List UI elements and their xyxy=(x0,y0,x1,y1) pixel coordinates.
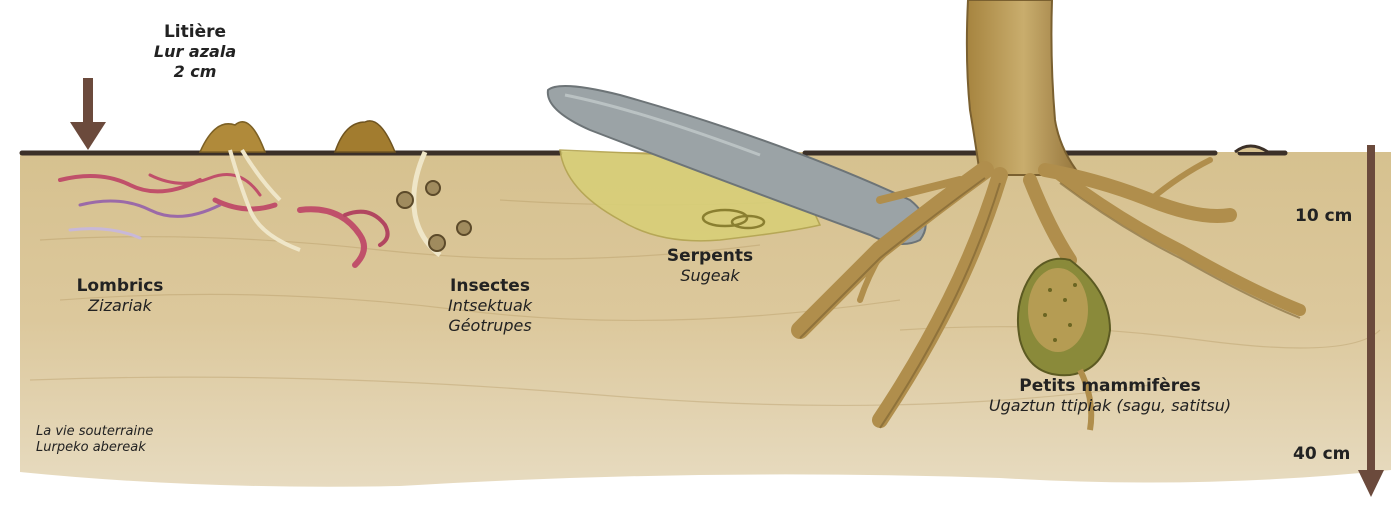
insects-example: Géotrupes xyxy=(425,316,555,335)
surface-bump xyxy=(1235,146,1268,152)
snakes-label-fr: Serpents xyxy=(655,246,765,266)
litter-mounds xyxy=(200,121,395,152)
litter-label-eu: Lur azala xyxy=(135,42,255,61)
tree-trunk xyxy=(967,0,1080,175)
caption: La vie souterraine Lurpeko abereak xyxy=(36,424,153,455)
depth-40cm-label: 40 cm xyxy=(1293,444,1350,464)
worms-label-eu: Zizariak xyxy=(50,296,190,315)
mammals-label-eu: Ugaztun ttipiak (sagu, satitsu) xyxy=(960,396,1260,415)
litter-arrow-icon xyxy=(70,78,106,150)
caption-fr: La vie souterraine xyxy=(36,424,153,440)
snakes-label-eu: Sugeak xyxy=(655,266,765,285)
depth-10cm-label: 10 cm xyxy=(1295,206,1352,226)
insects-label-eu: Intsektuak xyxy=(425,296,555,315)
caption-eu: Lurpeko abereak xyxy=(36,440,153,456)
insects-label-fr: Insectes xyxy=(425,276,555,296)
litter-depth: 2 cm xyxy=(135,62,255,81)
litter-label-fr: Litière xyxy=(135,22,255,42)
worms-label-fr: Lombrics xyxy=(50,276,190,296)
worms-label: Lombrics Zizariak xyxy=(50,276,190,316)
mammals-label-fr: Petits mammifères xyxy=(960,376,1260,396)
insects-label: Insectes Intsektuak Géotrupes xyxy=(425,276,555,335)
snakes-label: Serpents Sugeak xyxy=(655,246,765,286)
mammals-label: Petits mammifères Ugaztun ttipiak (sagu,… xyxy=(960,376,1260,416)
litter-label: Litière Lur azala 2 cm xyxy=(135,22,255,81)
